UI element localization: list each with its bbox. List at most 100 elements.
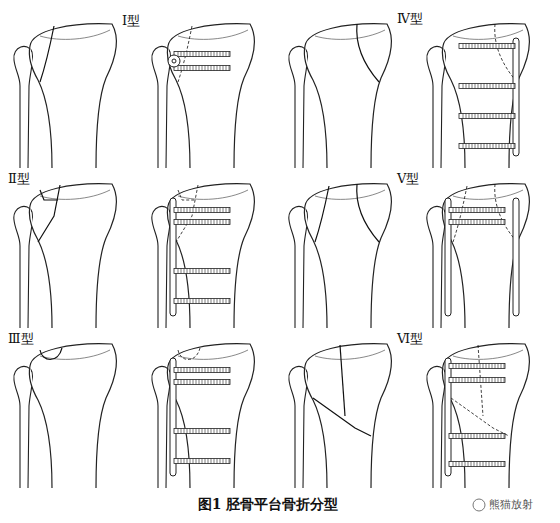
screw-thread <box>226 459 227 464</box>
screw-thread <box>480 220 481 225</box>
screw-thread <box>498 462 499 467</box>
screw-thread <box>220 52 221 57</box>
screw-thread <box>184 368 185 373</box>
type-label: Ⅰ型 <box>122 12 140 30</box>
screw-thread <box>468 378 469 383</box>
fracture-figure <box>289 24 391 168</box>
screw-thread <box>499 44 500 49</box>
screw-thread <box>205 220 206 225</box>
screw-thread <box>184 269 185 274</box>
screw-thread <box>505 44 506 49</box>
screw-thread <box>489 462 490 467</box>
screw-thread <box>477 208 478 213</box>
screw <box>174 208 230 213</box>
screw-thread <box>178 208 179 213</box>
screw-thread <box>223 429 224 434</box>
screw-thread <box>453 220 454 225</box>
screw-thread <box>489 378 490 383</box>
screw-thread <box>484 114 485 119</box>
screw-thread <box>190 66 191 71</box>
screw-thread <box>199 459 200 464</box>
screw-thread <box>475 144 476 149</box>
screw-thread <box>193 52 194 57</box>
screw-thread <box>490 144 491 149</box>
screw-thread <box>469 144 470 149</box>
screw <box>449 378 505 383</box>
screw <box>174 429 230 434</box>
screw-thread <box>196 220 197 225</box>
screw-thread <box>487 114 488 119</box>
fracture-line <box>357 24 379 82</box>
screw-thread <box>504 220 505 225</box>
screw-thread <box>466 84 467 89</box>
screw-thread <box>514 144 515 149</box>
screw-thread <box>205 52 206 57</box>
screw-thread <box>211 380 212 385</box>
washer <box>172 59 176 63</box>
screw-thread <box>487 44 488 49</box>
screw-thread <box>181 380 182 385</box>
screw-thread <box>190 269 191 274</box>
screw-thread <box>202 429 203 434</box>
screw-thread <box>465 434 466 439</box>
screw-thread <box>508 84 509 89</box>
screw <box>174 269 230 274</box>
screw-thread <box>496 144 497 149</box>
screw-thread <box>466 114 467 119</box>
fracture-line <box>178 348 200 360</box>
screw-thread <box>223 299 224 304</box>
screw-thread <box>220 269 221 274</box>
screw-thread <box>459 364 460 369</box>
screw-thread <box>193 269 194 274</box>
screw-thread <box>190 220 191 225</box>
screw-thread <box>226 269 227 274</box>
screw-thread <box>217 208 218 213</box>
screw-thread <box>501 364 502 369</box>
tibia-outline <box>29 344 116 488</box>
screw-thread <box>471 220 472 225</box>
screw-thread <box>495 220 496 225</box>
screw-thread <box>487 144 488 149</box>
screw-thread <box>483 434 484 439</box>
tibia-outline <box>167 24 254 168</box>
screw-thread <box>184 208 185 213</box>
fracture-line <box>451 398 509 436</box>
screw-thread <box>217 459 218 464</box>
screw-thread <box>462 378 463 383</box>
screw-thread <box>504 378 505 383</box>
screw-thread <box>178 459 179 464</box>
screw-thread <box>181 220 182 225</box>
screw-thread <box>205 269 206 274</box>
fibula-outline <box>14 366 33 488</box>
screw-thread <box>181 368 182 373</box>
fracture-line <box>38 185 60 242</box>
fibula-outline <box>152 206 171 328</box>
screw-thread <box>181 208 182 213</box>
screw-thread <box>481 44 482 49</box>
screw-thread <box>456 220 457 225</box>
screw-thread <box>196 208 197 213</box>
screw-thread <box>478 114 479 119</box>
screw-thread <box>511 144 512 149</box>
screw-thread <box>208 299 209 304</box>
screw <box>459 144 515 149</box>
screw-thread <box>484 44 485 49</box>
fibula-outline <box>14 206 33 328</box>
screw-thread <box>453 364 454 369</box>
fibula-outline <box>427 46 446 168</box>
screw-thread <box>481 144 482 149</box>
screw-thread <box>514 84 515 89</box>
screw-thread <box>486 462 487 467</box>
screw-thread <box>474 220 475 225</box>
screw-thread <box>468 208 469 213</box>
screw-thread <box>196 368 197 373</box>
screw-thread <box>178 269 179 274</box>
fibula-outline <box>289 46 308 168</box>
fibula-outline <box>289 366 308 488</box>
fracture-line <box>40 348 62 360</box>
screw-thread <box>211 220 212 225</box>
fixation-figure <box>152 344 254 488</box>
screw-thread <box>504 434 505 439</box>
fibula-outline <box>427 206 446 328</box>
